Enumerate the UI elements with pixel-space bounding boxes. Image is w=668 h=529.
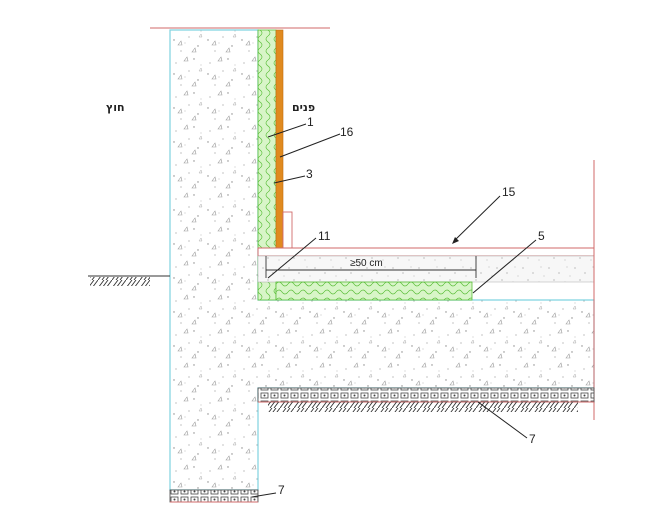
callout-1: 1 [267,115,314,138]
callout-label: 11 [318,229,331,243]
gravel-layer-footing [169,489,259,503]
callout-label: 5 [538,229,545,243]
dimension-line: ≥50 cm [265,256,477,278]
soil-under-slab [268,402,578,412]
skirting-board [282,211,293,249]
callout-label: 7 [278,483,285,497]
callout-7-footing: 7 [251,483,285,498]
callout-7-slab: 7 [477,401,536,446]
callout-15: 15 [452,185,516,244]
inside-label: פנים [292,101,315,114]
callout-label: 3 [306,167,313,181]
floor-insulation [275,281,473,301]
callout-16: 16 [279,125,354,158]
callout-5: 5 [472,229,545,294]
callout-label: 7 [529,432,536,446]
callout-3: 3 [273,167,313,184]
outside-ground [88,275,170,286]
callout-11: 11 [267,229,331,279]
floor-fill-layer [257,255,595,283]
wall-membrane [275,29,284,249]
callout-label: 16 [340,125,354,139]
dimension-text: ≥50 cm [350,258,383,269]
outside-label: חוץ [106,101,125,114]
floor-finish-layer [257,247,595,257]
callout-label: 1 [307,115,314,129]
callout-label: 15 [502,185,516,199]
gravel-layer-slab [257,387,595,403]
